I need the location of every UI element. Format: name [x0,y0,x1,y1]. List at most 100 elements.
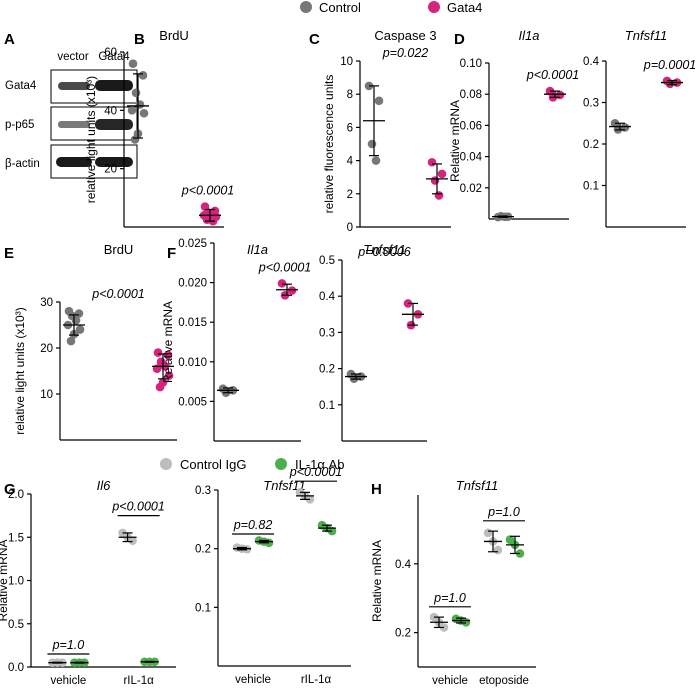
p-value: p<0.0001 [289,465,342,479]
data-point [374,96,384,106]
data-point [155,382,165,392]
y-axis-label: Relative mRNA [370,540,384,622]
y-tick-label: 2.0 [8,489,24,501]
blot-row-label-bactin: β-actin [5,158,40,170]
data-point [131,88,141,98]
y-tick-label: 0.1 [195,602,211,614]
panel-label: H [371,481,382,498]
y-tick-label: 0.02 [460,183,482,195]
y-tick-label: 4 [347,156,354,168]
data-point [461,617,471,627]
y-tick-label: 20 [104,164,117,176]
panel-a-western-blot: A vector Gata4 Gata4 p-p65 β-actin [4,31,138,179]
legend-control-gata4: Control Gata4 [300,0,482,15]
data-point [74,309,84,318]
legend-swatch-control [300,1,312,13]
data-point [437,169,447,179]
y-axis-label: relative fluorescence units [322,75,336,214]
y-axis-label: relative light units (x10³) [13,307,27,434]
data-point [138,71,148,80]
data-point [128,536,137,546]
data-point [153,348,163,357]
y-tick-label: 0.4 [319,291,336,303]
y-tick-label: 0.020 [178,278,207,290]
data-point [135,100,145,109]
data-point [483,528,493,538]
y-tick-label: 0.2 [583,139,599,151]
panel-label-a: A [4,31,15,48]
data-point [277,279,287,288]
y-tick-label: 0.1 [319,400,335,412]
legend-swatch-control-igg [160,458,172,470]
panel-label: C [309,31,320,48]
legend-label-control: Control [319,0,361,15]
legend-swatch-gata4 [428,1,440,13]
p-value: p=0.0001 [643,58,696,72]
chart-title: Tnfsf11 [456,478,498,493]
y-tick-label: 0.1 [583,181,599,193]
y-tick-label: 2 [347,189,353,201]
data-point [430,176,440,185]
p-value: p=0.82 [233,518,273,532]
y-tick-label: 0.2 [319,364,335,376]
y-tick-label: 0.025 [178,238,207,250]
x-category-label: etoposide [479,675,529,687]
y-tick-label: 0.3 [195,485,211,497]
y-tick-label: 0 [347,222,353,234]
data-point [371,156,381,165]
y-tick-label: 0.4 [583,56,600,68]
y-tick-label: 0.2 [395,628,411,640]
data-point [164,371,174,380]
panel-label: F [167,245,176,262]
chart-title: Il1a [247,242,268,257]
x-category-label: rIL-1α [301,674,332,686]
p-value: p<0.0001 [181,184,234,198]
p-value: p=1.0 [487,505,520,519]
chart-title: BrdU [159,28,189,43]
panel-label: E [4,245,14,262]
data-point [493,545,503,555]
y-tick-label: 8 [347,89,353,101]
data-point [152,364,162,374]
y-tick-label: 10 [40,389,53,401]
y-tick-label: 10 [340,56,353,68]
y-tick-label: 0.10 [460,58,482,70]
data-point [287,286,297,295]
legend-label-control-igg: Control IgG [180,457,246,472]
y-tick-label: 0.005 [178,396,207,408]
p-value: p<0.0001 [91,287,144,301]
blot-band-gata4-vector [58,82,90,90]
legend-label-il1a-ab: IL-1α Ab [295,457,344,472]
data-point [66,336,76,346]
data-point [367,139,377,149]
y-tick-label: 0.06 [460,120,482,132]
y-axis-label: relative light units (x10³) [84,76,98,203]
data-point [139,108,149,118]
y-tick-label: 60 [104,47,117,59]
y-tick-label: 20 [40,343,53,355]
y-tick-label: 40 [104,105,117,117]
y-tick-label: 1.5 [8,532,24,544]
y-tick-label: 30 [40,297,53,309]
chart-title: Tnfsf11 [625,28,667,43]
blot-band-pp65-gata4 [95,119,133,130]
data-point [427,157,437,167]
p-value: p=1.0 [433,591,466,605]
y-tick-label: 0.5 [319,255,335,267]
x-category-label: rIL-1α [123,675,154,687]
p-value: p=0.0006 [357,245,411,259]
y-tick-label: 0.2 [195,544,211,556]
chart-title: Tnfsf11 [363,242,405,257]
p-value: p=0.022 [382,46,429,60]
y-tick-label: 0.08 [460,89,482,101]
legend-igg-ab: Control IgG IL-1α Ab [160,457,344,472]
data-point [71,316,81,325]
chart-title: Il1a [519,28,540,43]
